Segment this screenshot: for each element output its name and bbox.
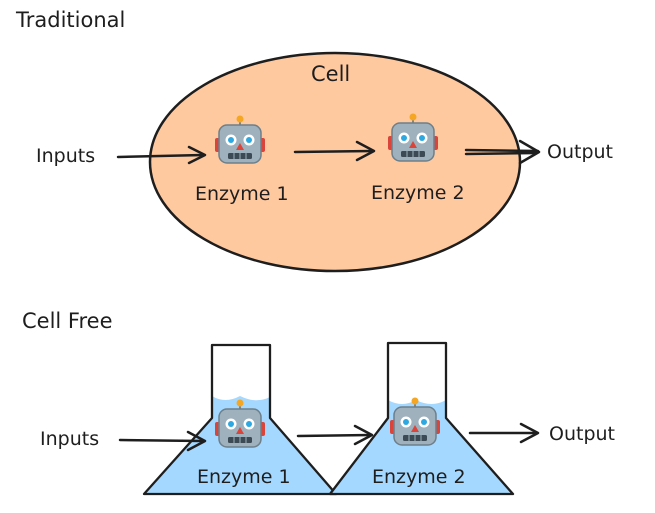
traditional-output-arrow: [464, 139, 541, 165]
traditional-enzyme2-label: Enzyme 2: [371, 182, 465, 204]
cell-free-inputs-label: Inputs: [40, 428, 99, 450]
traditional-input-arrow: [116, 145, 207, 165]
cell-free-enzyme2-label: Enzyme 2: [372, 466, 466, 488]
flask-2-liquid: [330, 400, 513, 494]
flask-2: [328, 341, 515, 496]
cell-free-enzyme1-label: Enzyme 1: [197, 466, 291, 488]
traditional-inputs-label: Inputs: [36, 145, 95, 167]
traditional-output-label: Output: [547, 141, 613, 163]
cell-free-input-arrow: [118, 430, 207, 452]
traditional-middle-arrow: [293, 140, 376, 162]
cell-free-output-arrow: [468, 422, 540, 444]
cell-free-middle-arrow: [296, 424, 374, 446]
traditional-enzyme1-label: Enzyme 1: [195, 183, 289, 205]
cell-free-output-label: Output: [549, 423, 615, 445]
cell-free-heading: Cell Free: [22, 309, 113, 333]
cell-label: Cell: [311, 62, 350, 86]
traditional-heading: Traditional: [15, 8, 125, 32]
